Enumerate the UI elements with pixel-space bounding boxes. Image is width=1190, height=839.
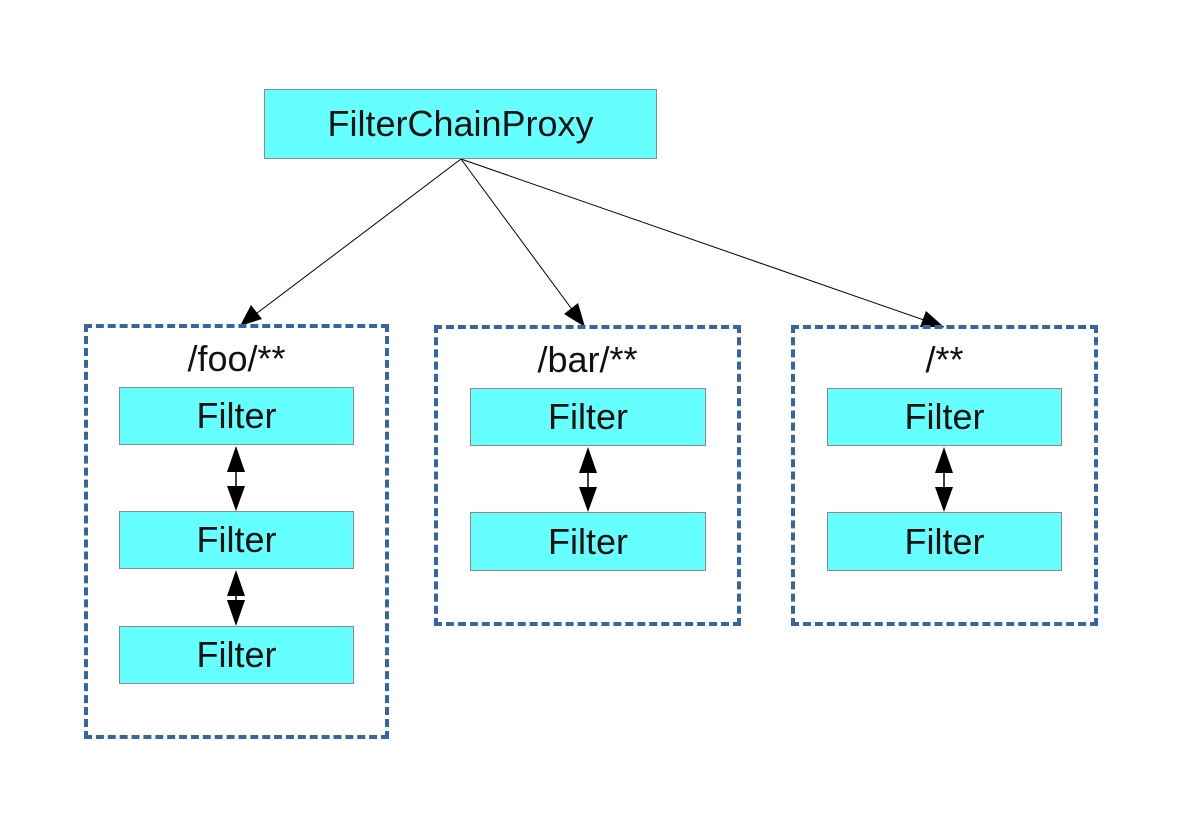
filter-chain-proxy-node: FilterChainProxy xyxy=(264,89,657,159)
chain-pattern-bar: /bar/** xyxy=(537,339,638,380)
filter-node-bar-1: Filter xyxy=(470,388,706,446)
arrowhead-bar-chain xyxy=(564,303,585,327)
chain-group-bar: /bar/** xyxy=(434,325,741,626)
filter-node-bar-2: Filter xyxy=(470,512,706,571)
double-arrow-all-1-2 xyxy=(935,447,953,512)
chain-pattern-all: /** xyxy=(925,339,964,380)
double-arrow-foo-2-3 xyxy=(227,570,245,626)
filter-node-all-1: Filter xyxy=(827,388,1062,446)
arrowhead-foo-chain xyxy=(240,305,262,326)
connector-root-to-all-chain xyxy=(460,158,945,328)
chain-pattern-foo: /foo/** xyxy=(187,338,286,379)
connector-root-to-bar-chain xyxy=(460,158,586,328)
chain-group-foo: /foo/** xyxy=(84,324,389,739)
filter-node-foo-3: Filter xyxy=(119,626,354,684)
filter-node-foo-1: Filter xyxy=(119,387,354,445)
double-arrow-bar-1-2 xyxy=(579,447,597,512)
connector-root-to-foo-chain xyxy=(239,158,462,327)
filter-node-all-2: Filter xyxy=(827,512,1062,571)
filter-node-foo-2: Filter xyxy=(119,511,354,569)
arrowhead-all-chain xyxy=(920,311,944,327)
chain-group-all: /** xyxy=(791,325,1098,626)
double-arrow-foo-1-2 xyxy=(227,446,245,511)
